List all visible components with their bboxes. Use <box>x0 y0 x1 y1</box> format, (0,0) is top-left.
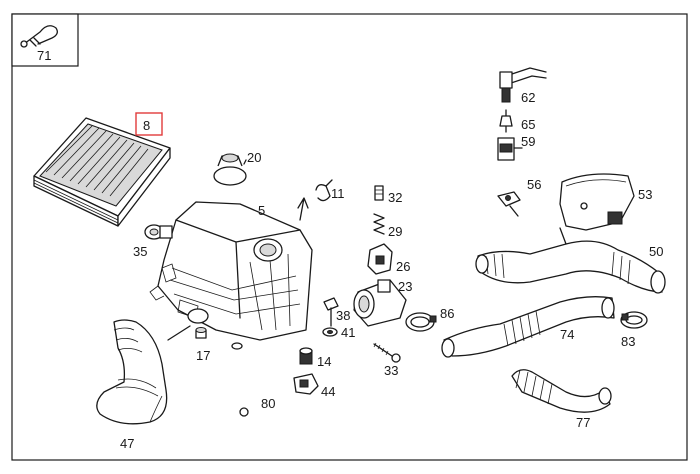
part-label-65: 65 <box>521 117 535 132</box>
inset-part-71[interactable]: 71 <box>11 13 79 67</box>
part-label-86: 86 <box>440 306 454 321</box>
valve-part-59[interactable]: 59 <box>497 134 535 161</box>
part-label-59: 59 <box>521 134 535 149</box>
part-label-17: 17 <box>196 348 210 363</box>
grommet-part-17[interactable]: 17 <box>195 327 210 364</box>
hose-clamp-part-83[interactable]: 83 <box>620 311 648 349</box>
part-label-33: 33 <box>384 363 398 378</box>
part-label-38: 38 <box>336 308 350 323</box>
part-label-47: 47 <box>120 436 134 451</box>
part-label-83: 83 <box>621 334 635 349</box>
connector-part-32[interactable]: 32 <box>374 185 402 205</box>
part-label-5: 5 <box>258 203 265 218</box>
part-label-8: 8 <box>143 118 150 133</box>
intake-hose-part-50[interactable]: 50 <box>475 227 666 294</box>
holder-part-26[interactable]: 26 <box>367 243 410 275</box>
breather-hose-part-80[interactable]: 80 <box>231 342 275 417</box>
part-label-32: 32 <box>388 190 402 205</box>
intake-duct-part-47[interactable]: 47 <box>96 319 191 451</box>
part-label-35: 35 <box>133 244 147 259</box>
clip-part-11[interactable]: 11 <box>315 179 345 202</box>
inset-label: 71 <box>37 48 51 63</box>
bracket-part-44[interactable]: 44 <box>293 373 335 399</box>
bolt-part-33[interactable]: 33 <box>373 342 401 378</box>
connector-part-65[interactable]: 65 <box>499 109 535 133</box>
part-label-53: 53 <box>638 187 652 202</box>
part-label-29: 29 <box>388 224 402 239</box>
spring-part-29[interactable]: 29 <box>373 213 402 239</box>
part-8-highlight-box <box>135 112 163 136</box>
hose-part-74[interactable]: 74 <box>441 296 615 358</box>
diagram-frame <box>11 13 688 461</box>
part-label-11: 11 <box>331 186 345 201</box>
air-filter-housing[interactable]: 5 <box>149 197 313 341</box>
part-label-23: 23 <box>398 279 412 294</box>
air-mass-sensor-part-23[interactable]: 23 <box>353 279 412 327</box>
washer-part-41[interactable]: 41 <box>322 325 355 340</box>
part-label-74: 74 <box>560 327 574 342</box>
part-label-77: 77 <box>576 415 590 430</box>
part-label-80: 80 <box>261 396 275 411</box>
grommet-part-35[interactable]: 35 <box>133 224 173 259</box>
hose-part-62[interactable]: 62 <box>499 67 547 105</box>
screw-part-38[interactable]: 38 <box>323 297 350 327</box>
part-label-26: 26 <box>396 259 410 274</box>
part-label-44: 44 <box>321 384 335 399</box>
part-label-14: 14 <box>317 354 331 369</box>
resonator-part-53[interactable]: 53 <box>559 173 652 231</box>
hose-clamp-part-86[interactable]: 86 <box>405 306 454 332</box>
cap-part-20[interactable]: 20 <box>213 150 261 186</box>
part-label-56: 56 <box>527 177 541 192</box>
bellow-hose-part-77[interactable]: 77 <box>511 369 612 430</box>
part-label-20: 20 <box>247 150 261 165</box>
mount-part-14[interactable]: 14 <box>299 347 331 369</box>
air-filter-element[interactable]: 8 <box>33 112 171 227</box>
part-label-41: 41 <box>341 325 355 340</box>
part-label-62: 62 <box>521 90 535 105</box>
part-label-50: 50 <box>649 244 663 259</box>
bracket-part-56[interactable]: 56 <box>497 177 541 217</box>
